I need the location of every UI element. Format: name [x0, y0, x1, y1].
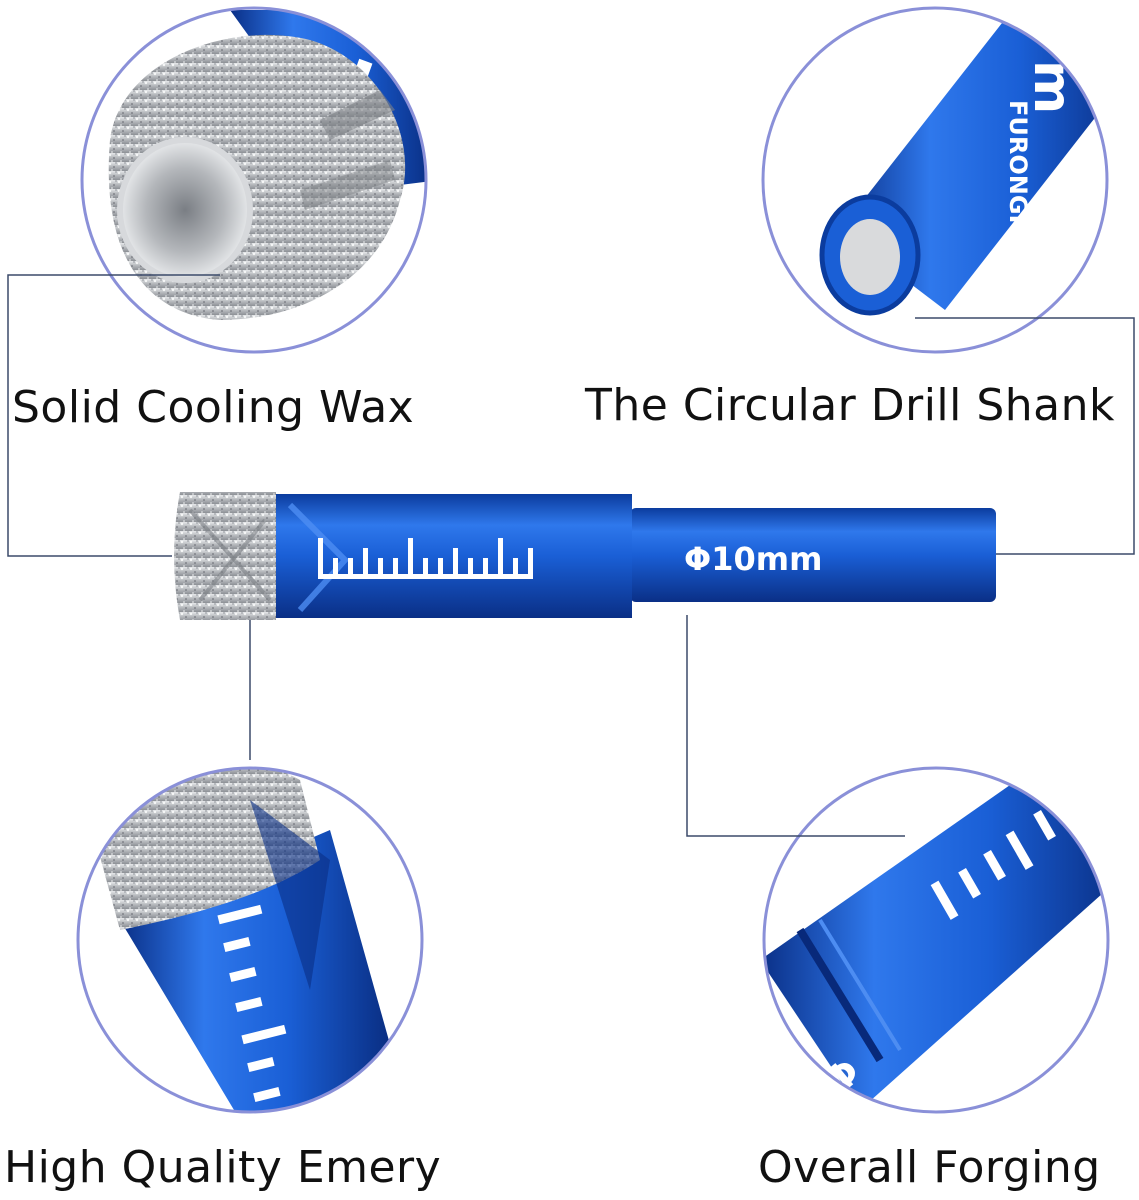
detail-circle-cooling-wax	[80, 6, 428, 354]
connector-cooling-wax	[7, 274, 220, 557]
brand-marking-fragment: m	[1022, 60, 1082, 114]
drill-bit: Φ10mm	[174, 492, 996, 620]
drill-body	[272, 494, 632, 618]
label-circular-drill-shank: The Circular Drill Shank	[585, 380, 1116, 431]
diamond-grit-head	[174, 492, 276, 620]
connector-drill-shank	[915, 317, 1135, 555]
detail-circle-emery	[76, 766, 424, 1114]
connector-lines	[7, 274, 1135, 837]
drill-shank	[630, 508, 996, 602]
forging-scale-marks	[930, 810, 1056, 920]
detail-circle-drill-shank: FURONGHUA m	[761, 6, 1109, 354]
diameter-marking: Φ10mm	[684, 540, 822, 578]
detail-circle-forging: Φ1	[762, 766, 1110, 1114]
label-solid-cooling-wax: Solid Cooling Wax	[12, 382, 415, 433]
brand-marking: FURONGHUA	[1004, 100, 1032, 272]
label-overall-forging: Overall Forging	[758, 1142, 1101, 1193]
label-high-quality-emery: High Quality Emery	[4, 1142, 442, 1193]
connector-forging	[686, 615, 905, 837]
drill-scale-marks	[318, 538, 533, 579]
emery-scale-marks	[217, 904, 287, 1103]
